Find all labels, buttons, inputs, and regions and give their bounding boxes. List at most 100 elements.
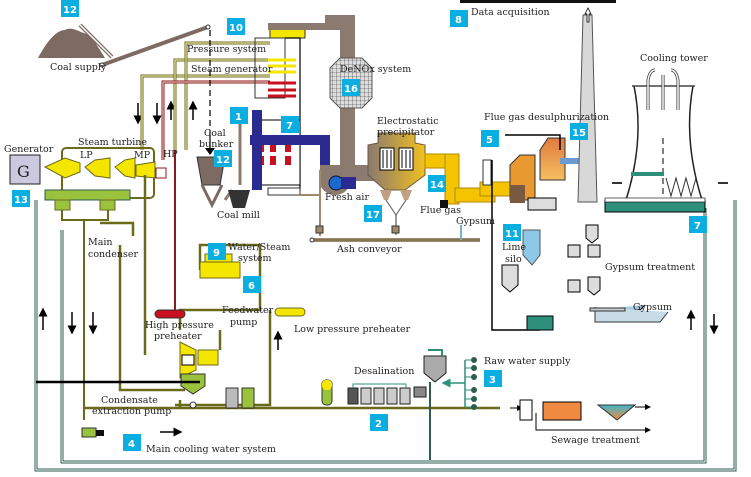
label-condenser: condenser xyxy=(88,249,138,260)
cooling-water-pump xyxy=(81,427,104,438)
flow-arrows xyxy=(38,100,719,437)
label-raw-water-supply: Raw water supply xyxy=(484,356,571,367)
badge-14: 14 xyxy=(428,175,446,192)
label-flue-gas-desulphurization: Flue gas desulphurization xyxy=(484,112,609,123)
label-denox-system: DeNOx system xyxy=(340,64,411,75)
badge-12-coal: 12 xyxy=(61,0,79,17)
label-hp: HP xyxy=(163,149,178,160)
coal-supply xyxy=(38,23,211,68)
svg-text:8: 8 xyxy=(455,15,462,26)
fresh-air-fan xyxy=(328,175,356,191)
badge-4: 4 xyxy=(123,434,141,451)
label-gypsum-treatment: Gypsum treatment xyxy=(605,262,695,273)
desalination-units xyxy=(347,383,427,405)
label-fresh-air: Fresh air xyxy=(325,192,369,203)
svg-text:7: 7 xyxy=(286,121,293,132)
badge-16: 16 xyxy=(342,79,360,96)
generator-symbol: G xyxy=(17,162,30,181)
label-coal-bunker: Coal xyxy=(204,128,226,139)
feedwater-pump xyxy=(179,341,219,379)
svg-text:17: 17 xyxy=(366,210,380,221)
low-pressure-preheater xyxy=(274,307,306,317)
label-silo: silo xyxy=(505,254,522,265)
svg-text:2: 2 xyxy=(375,419,382,430)
label-electrostatic: Electrostatic xyxy=(377,116,439,127)
label-mp: MP xyxy=(134,150,151,161)
label-coal-supply: Coal supply xyxy=(50,62,107,73)
svg-text:7: 7 xyxy=(694,221,701,232)
high-pressure-preheater xyxy=(154,150,186,319)
generator xyxy=(9,154,41,185)
label-precipitator: precipitator xyxy=(377,127,435,138)
badge-9: 9 xyxy=(208,243,226,260)
label-feedwater: Feedwater xyxy=(222,305,274,316)
label-main: Main xyxy=(88,237,113,248)
ash-conveyor xyxy=(300,170,480,243)
data-acquisition-panel xyxy=(460,0,616,3)
svg-text:12: 12 xyxy=(216,155,230,166)
svg-text:14: 14 xyxy=(430,180,444,191)
badge-3: 3 xyxy=(484,370,502,387)
badge-7-cooling: 7 xyxy=(689,216,707,233)
label-cooling-tower: Cooling tower xyxy=(640,53,708,64)
badge-8: 8 xyxy=(450,10,468,27)
label-low-pressure-preheater: Low pressure preheater xyxy=(294,324,411,335)
electrostatic-precipitator xyxy=(367,132,426,235)
gypsum-treatment xyxy=(501,224,646,311)
label-condensate: Condensate xyxy=(101,395,158,406)
svg-text:12: 12 xyxy=(63,5,77,16)
label-gypsum: Gypsum xyxy=(633,302,672,313)
raw-water-wells xyxy=(441,357,477,410)
label-data-acquisition: Data acquisition xyxy=(471,7,550,18)
badge-10: 10 xyxy=(227,18,245,35)
badge-7-boiler: 7 xyxy=(281,116,299,133)
label-sewage-treatment: Sewage treatment xyxy=(551,435,640,446)
badge-12-bunker: 12 xyxy=(214,150,232,167)
svg-text:10: 10 xyxy=(229,23,243,34)
label-system: system xyxy=(238,253,272,264)
chimney xyxy=(577,7,598,203)
label-pressure-system: Pressure system xyxy=(187,44,266,55)
labels: Coal supply Pressure system Steam genera… xyxy=(4,7,708,455)
label-desalination: Desalination xyxy=(354,366,414,377)
label-pump: pump xyxy=(230,317,257,328)
label-ash-conveyor: Ash conveyor xyxy=(336,244,402,255)
label-steam-turbine: Steam turbine xyxy=(78,137,147,148)
svg-text:5: 5 xyxy=(486,135,493,146)
storage-tank xyxy=(321,379,333,406)
badge-11: 11 xyxy=(503,224,521,241)
label-lp: LP xyxy=(80,150,93,161)
label-high-pressure: High pressure xyxy=(145,320,214,331)
svg-text:3: 3 xyxy=(489,375,496,386)
svg-text:9: 9 xyxy=(213,248,220,259)
flue-gas-fan xyxy=(440,200,448,208)
condensate-filters xyxy=(225,387,255,409)
badge-1: 1 xyxy=(230,107,248,124)
svg-text:4: 4 xyxy=(128,439,135,450)
label-steam-generator: Steam generator xyxy=(191,64,273,75)
flue-gas-yellow-duct xyxy=(424,153,511,205)
steam-lines xyxy=(140,41,270,160)
label-main-cooling-water-system: Main cooling water system xyxy=(146,444,276,455)
svg-text:11: 11 xyxy=(505,229,519,240)
label-extraction-pump: extraction pump xyxy=(92,406,171,417)
badge-15: 15 xyxy=(570,123,588,140)
label-coal-mill: Coal mill xyxy=(217,210,260,221)
lime-silo xyxy=(522,229,541,266)
condensate-extraction-pump xyxy=(36,373,206,409)
gypsum-basin xyxy=(589,307,669,323)
badges: 12 10 16 8 1 7 12 13 14 17 5 15 7 11 9 6… xyxy=(12,0,707,451)
label-gypsum-conveyor: Gypsum xyxy=(456,216,495,227)
badge-17: 17 xyxy=(364,205,382,222)
badge-6: 6 xyxy=(243,276,261,293)
svg-text:16: 16 xyxy=(344,84,358,95)
raw-water-clarifier xyxy=(423,349,447,460)
boiler xyxy=(250,24,330,196)
badge-13: 13 xyxy=(12,190,30,207)
flue-gas-desulphurization xyxy=(491,134,580,331)
svg-text:13: 13 xyxy=(14,195,28,206)
svg-text:1: 1 xyxy=(235,112,242,123)
label-generator: Generator xyxy=(4,144,54,155)
sewage-treatment xyxy=(510,399,651,433)
